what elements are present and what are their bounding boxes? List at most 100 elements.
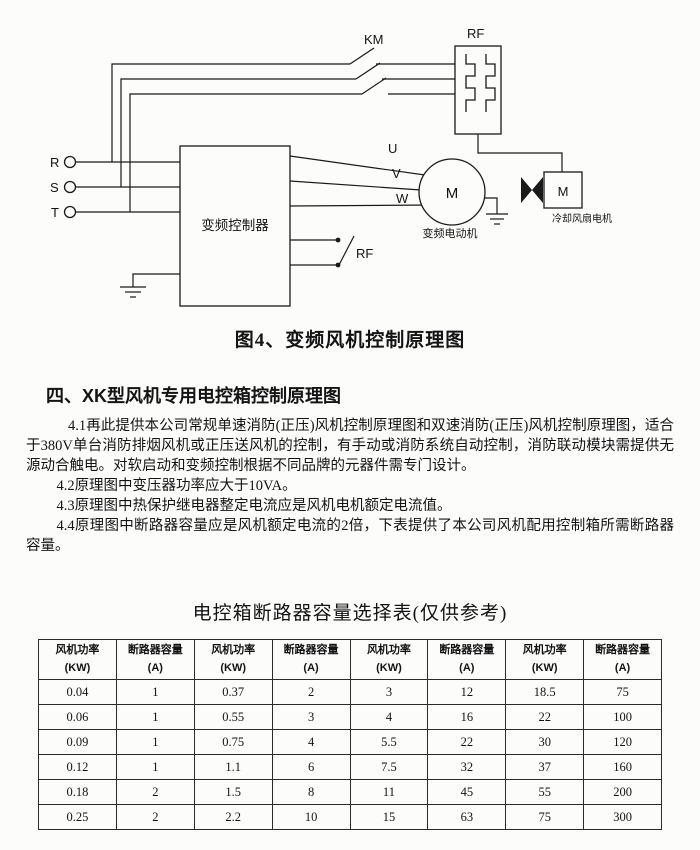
column-header: 风机功率(KW) (38, 639, 117, 680)
label-phase-s: S (50, 180, 59, 195)
document-page: R S T KM RF 变频控制器 U V W M 变频电动机 M 冷却风扇电机… (26, 26, 674, 830)
table-cell: 0.12 (38, 754, 117, 780)
table-cell: 160 (583, 754, 662, 780)
paragraph: 4.3原理图中热保护继电器整定电流应是风机电机额定电流值。 (56, 498, 452, 514)
motor-circle (418, 158, 486, 226)
label-km: KM (364, 32, 384, 47)
table-cell: 0.09 (38, 729, 117, 755)
contact-terminal-dot (335, 237, 341, 243)
fan-motor-box (543, 171, 583, 209)
label-fan-caption: 冷却风扇电机 (552, 212, 612, 225)
column-header: 断路器容量(A) (583, 639, 662, 680)
table-cell: 63 (427, 804, 507, 830)
table-cell: 4 (349, 704, 429, 730)
table-cell: 0.25 (38, 804, 117, 830)
table-cell: 45 (427, 779, 507, 805)
table-cell: 300 (583, 804, 662, 830)
column-header: 风机功率(KW) (193, 639, 273, 680)
table-cell: 2.2 (193, 804, 273, 830)
section-paragraphs: 4.1再此提供本公司常规单速消防(正压)风机控制原理图和双速消防(正压)风机控制… (26, 416, 674, 556)
table-cell: 0.75 (193, 729, 273, 755)
table-cell: 100 (583, 704, 662, 730)
table-cell: 200 (583, 779, 662, 805)
terminal-t (63, 205, 77, 219)
table-cell: 2 (115, 779, 195, 805)
label-phase-t: T (51, 205, 59, 220)
thermal-relay-box (454, 45, 502, 135)
table-cell: 5.5 (349, 729, 429, 755)
table-cell: 55 (505, 779, 585, 805)
table-title: 电控箱断路器容量选择表(仅供参考) (192, 603, 508, 624)
rf-auxiliary-contact (290, 235, 355, 266)
label-motor: M (446, 185, 459, 202)
km-contactor-switch (349, 47, 387, 95)
table-cell: 1 (115, 679, 195, 705)
table-cell: 12 (427, 679, 507, 705)
column-header: 风机功率(KW) (349, 639, 429, 680)
terminal-r (63, 155, 77, 169)
label-controller: 变频控制器 (201, 218, 269, 233)
figure-4-schematic: R S T KM RF 变频控制器 U V W M 变频电动机 M 冷却风扇电机… (50, 26, 612, 307)
table-cell: 6 (271, 754, 351, 780)
controller-ground-symbol (120, 273, 180, 298)
table-cell: 8 (271, 779, 351, 805)
contact-terminal-dot (335, 262, 341, 268)
table-cell: 32 (427, 754, 507, 780)
label-fan-motor: M (558, 184, 569, 199)
table-cell: 75 (505, 804, 585, 830)
table-cell: 22 (505, 704, 585, 730)
paragraph: 4.4原理图中断路器容量应是风机额定电流的2倍，下表提供了本公司风机配用控制箱所… (26, 518, 674, 554)
table-cell: 1.5 (193, 779, 273, 805)
frequency-controller-box (179, 145, 291, 307)
table-header-row: 风机功率(KW)断路器容量(A)风机功率(KW)断路器容量(A)风机功率(KW)… (38, 639, 662, 680)
table-cell: 0.06 (38, 704, 117, 730)
table-cell: 1 (115, 729, 195, 755)
label-rf-contact: RF (356, 246, 373, 261)
table-cell: 0.37 (193, 679, 273, 705)
thermal-relay-element (465, 54, 476, 112)
table-cell: 4 (271, 729, 351, 755)
table-cell: 3 (349, 679, 429, 705)
table-cell: 120 (583, 729, 662, 755)
table-cell: 0.04 (38, 679, 117, 705)
column-header: 断路器容量(A) (115, 639, 195, 680)
figure-caption: 图4、变频风机控制原理图 (234, 330, 466, 351)
label-v: V (392, 166, 401, 181)
thermal-relay-element (485, 54, 496, 112)
paragraph: 4.1再此提供本公司常规单速消防(正压)风机控制原理图和双速消防(正压)风机控制… (26, 418, 674, 474)
table-cell: 1.1 (193, 754, 273, 780)
section-heading: 四、XK型风机专用电控箱控制原理图 (46, 386, 342, 406)
paragraph: 4.2原理图中变压器功率应大于10VA。 (56, 478, 297, 494)
table-cell: 10 (271, 804, 351, 830)
table-cell: 15 (349, 804, 429, 830)
column-header: 风机功率(KW) (505, 639, 585, 680)
column-header: 断路器容量(A) (271, 639, 351, 680)
label-w: W (396, 191, 409, 206)
table-cell: 11 (349, 779, 429, 805)
table-cell: 1 (115, 704, 195, 730)
table-cell: 3 (271, 704, 351, 730)
table-cell: 30 (505, 729, 585, 755)
table-cell: 7.5 (349, 754, 429, 780)
label-rf-top: RF (467, 26, 484, 41)
table-cell: 75 (583, 679, 662, 705)
table-cell: 37 (505, 754, 585, 780)
table-cell: 18.5 (505, 679, 585, 705)
table-cell: 16 (427, 704, 507, 730)
table-cell: 0.55 (193, 704, 273, 730)
terminal-s (63, 180, 77, 194)
breaker-capacity-table: 风机功率(KW)断路器容量(A)风机功率(KW)断路器容量(A)风机功率(KW)… (38, 639, 662, 830)
label-phase-r: R (50, 155, 59, 170)
label-u: U (388, 141, 397, 156)
table-cell: 1 (115, 754, 195, 780)
table-cell: 0.18 (38, 779, 117, 805)
table-cell: 22 (427, 729, 507, 755)
table-cell: 2 (115, 804, 195, 830)
